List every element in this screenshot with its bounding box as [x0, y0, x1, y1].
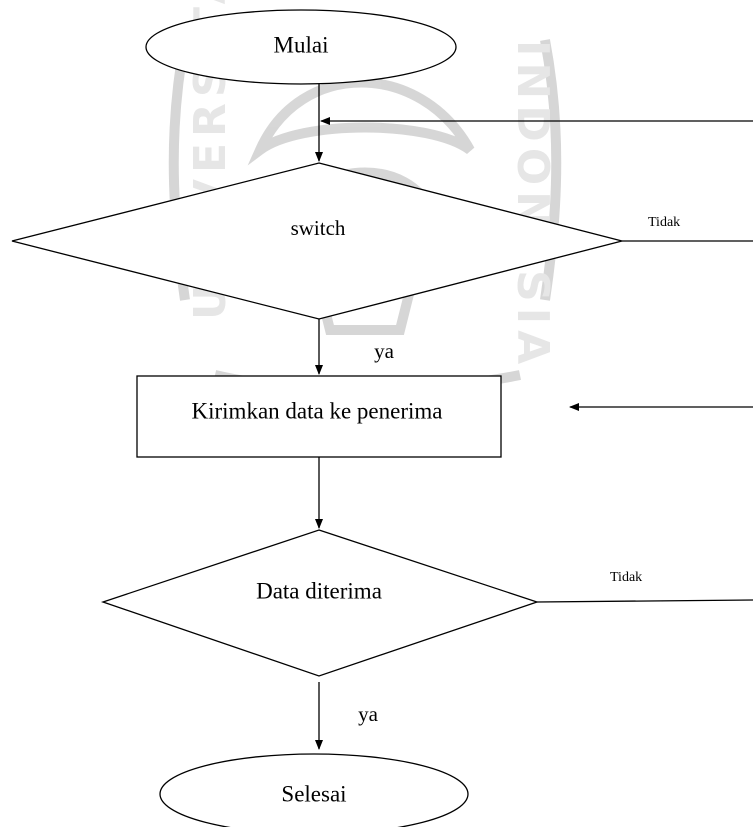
decision-data-received — [100, 529, 540, 677]
branch-switch-no-label: Tidak — [648, 215, 680, 230]
branch-received-no-label: Tidak — [610, 570, 642, 585]
branch-received-no-line — [536, 599, 753, 603]
watermark-text-right: INDONESIA — [507, 40, 558, 370]
start-terminator — [145, 9, 457, 85]
process-send-data-label: Kirimkan data ke penerima — [192, 398, 443, 423]
decision-data-received-label: Data diterima — [256, 578, 382, 603]
process-send-data — [136, 375, 502, 458]
end-label: Selesai — [281, 781, 346, 806]
decision-switch-label: switch — [291, 216, 346, 240]
end-terminator — [159, 753, 469, 827]
branch-switch-yes-label: ya — [374, 339, 395, 363]
start-label: Mulai — [274, 32, 329, 57]
branch-received-yes-label: ya — [358, 702, 379, 726]
